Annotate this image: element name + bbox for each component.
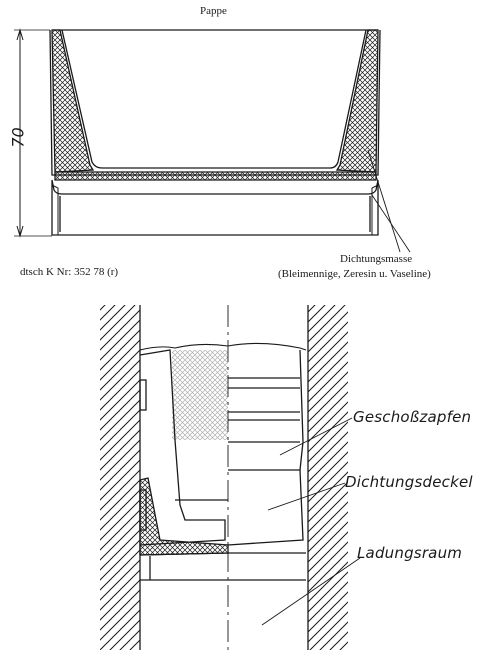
left-sealing-compound <box>51 29 95 173</box>
leader-line-2 <box>371 194 411 253</box>
cup-drawing <box>14 28 411 253</box>
bottom-sealing-compound <box>54 171 377 181</box>
leader-line-1 <box>367 149 401 253</box>
left-slot-2 <box>139 489 147 531</box>
left-bore-wall <box>100 305 140 650</box>
right-bore-wall <box>308 305 348 650</box>
projectile-inner-block <box>172 350 228 440</box>
material-label: Dichtungsmasse <box>340 253 413 265</box>
projectile-cap <box>139 342 307 351</box>
right-sealing-compound <box>335 29 379 173</box>
projectile-plug-label: Geschoßzapfen <box>353 408 472 426</box>
left-slot-1 <box>139 379 147 411</box>
projectile-right-side <box>299 349 304 471</box>
leader-geschoss <box>279 417 353 456</box>
reference-number: dtsch K Nr: 352 78 (r) <box>20 266 119 278</box>
inner-cup-outline <box>61 29 367 169</box>
bore-drawing <box>100 305 361 650</box>
leader-ladungsraum <box>261 557 361 626</box>
dimension-label: 70 <box>8 127 28 148</box>
base-side-left <box>51 184 59 235</box>
material-composition: (Bleimennige, Zeresin u. Vaseline) <box>278 268 431 280</box>
charge-space-top <box>139 552 306 556</box>
sealing-lid <box>227 469 304 546</box>
sealing-lid-label: Dichtungsdeckel <box>345 473 473 491</box>
cup-base <box>51 179 379 236</box>
base-side-right <box>371 184 379 235</box>
projectile-body <box>139 349 226 546</box>
charge-space-label: Ladungsraum <box>357 544 463 562</box>
leader-dichtungsdeckel <box>267 482 346 511</box>
cup-title: Pappe <box>200 5 227 17</box>
outer-cup-outline <box>49 29 381 176</box>
